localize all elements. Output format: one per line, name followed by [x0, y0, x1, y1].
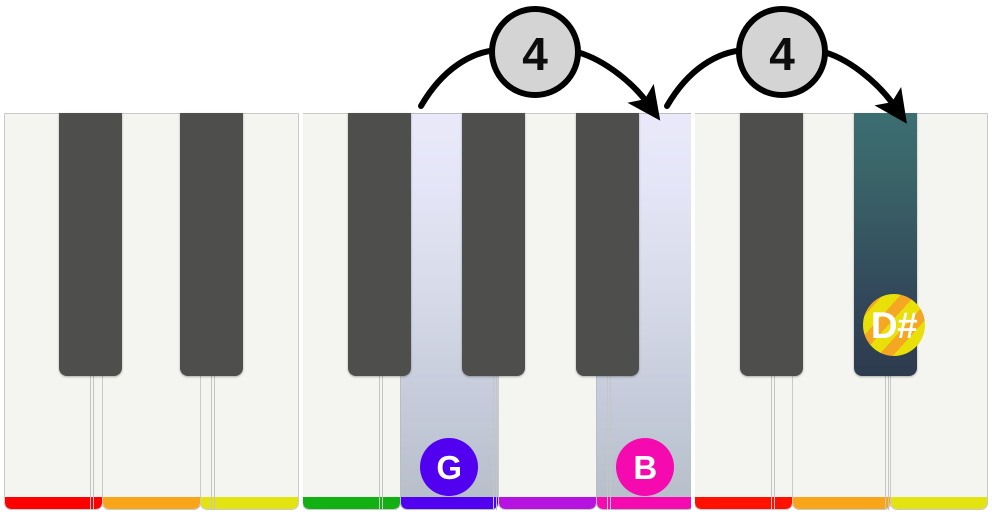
note-badge-dsharp[interactable]: D#	[863, 294, 925, 356]
interval-label-2: 4	[769, 28, 795, 80]
black-key-5[interactable]	[740, 113, 803, 376]
key-color-strip-3	[303, 497, 400, 509]
note-badge-dsharp-label: D#	[870, 304, 918, 346]
interval-annotation-2: 4	[664, 6, 907, 124]
octave-group-gap-1	[299, 113, 303, 510]
key-color-strip-2	[201, 497, 298, 509]
interval-arc-2-left	[664, 47, 747, 109]
black-key-stem-0	[90, 376, 94, 510]
key-color-strip-1	[103, 497, 200, 509]
key-color-strip-7	[695, 497, 792, 509]
note-badge-g-label: G	[436, 448, 462, 486]
interval-arc-2-right	[817, 48, 907, 124]
key-color-strip-0	[5, 497, 102, 509]
note-badge-g[interactable]: G	[420, 438, 478, 496]
octave-group-gap-2	[691, 113, 695, 510]
interval-label-1: 4	[522, 28, 548, 80]
piano-keyboard[interactable]: G B D#	[4, 113, 988, 514]
black-key-2[interactable]	[348, 113, 411, 376]
key-color-strip-8	[793, 497, 890, 509]
key-color-strip-4	[401, 497, 498, 509]
interval-annotation-1: 4	[418, 6, 661, 121]
black-key-stem-5	[771, 376, 775, 510]
black-key-stem-4	[607, 376, 611, 510]
black-key-stem-3	[493, 376, 497, 510]
note-badge-b-label: B	[633, 448, 657, 486]
black-key-stem-1	[211, 376, 215, 510]
black-key-3[interactable]	[462, 113, 525, 376]
interval-circle-1	[489, 6, 581, 98]
interval-arc-1-right	[570, 48, 661, 121]
black-key-4[interactable]	[576, 113, 639, 376]
black-key-1[interactable]	[180, 113, 243, 376]
black-key-stem-2	[379, 376, 383, 510]
key-color-strip-9	[891, 497, 987, 509]
key-color-strip-5	[499, 497, 596, 509]
black-key-0[interactable]	[59, 113, 122, 376]
note-badge-b[interactable]: B	[616, 438, 674, 496]
interval-arc-1-left	[418, 47, 500, 109]
key-color-strip-6	[597, 497, 694, 509]
black-key-stem-6	[885, 376, 889, 510]
interval-circle-2	[736, 6, 828, 98]
